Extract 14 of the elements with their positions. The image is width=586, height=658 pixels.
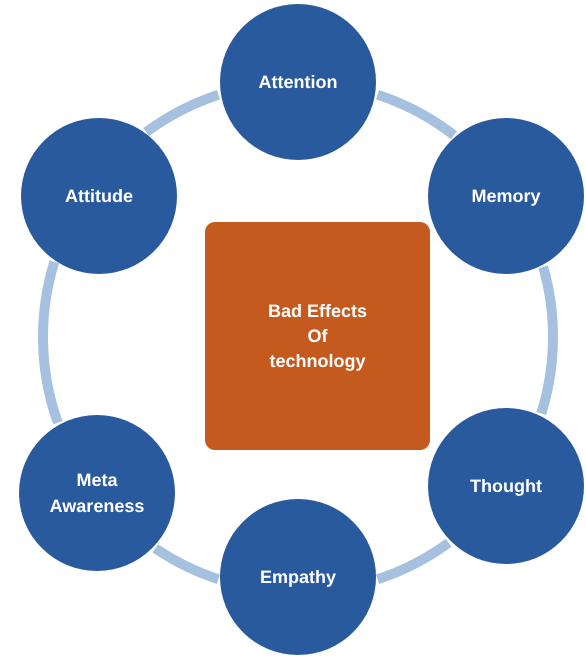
topic-label: Meta Awareness xyxy=(48,469,146,518)
topic-label: Attention xyxy=(258,71,338,94)
center-label: Bad Effects Of technology xyxy=(266,300,368,373)
topic-label: Thought xyxy=(470,475,542,498)
topic-label: Memory xyxy=(471,185,541,208)
topic-label: Empathy xyxy=(260,566,336,589)
connector-arc xyxy=(376,90,457,140)
connector-arc xyxy=(38,260,63,424)
connector-arc xyxy=(143,90,220,136)
connector-arc xyxy=(376,538,452,584)
connector-arc xyxy=(536,266,558,415)
connector-arc xyxy=(152,544,220,584)
center-box xyxy=(205,222,430,450)
topic-label: Attitude xyxy=(65,185,133,208)
